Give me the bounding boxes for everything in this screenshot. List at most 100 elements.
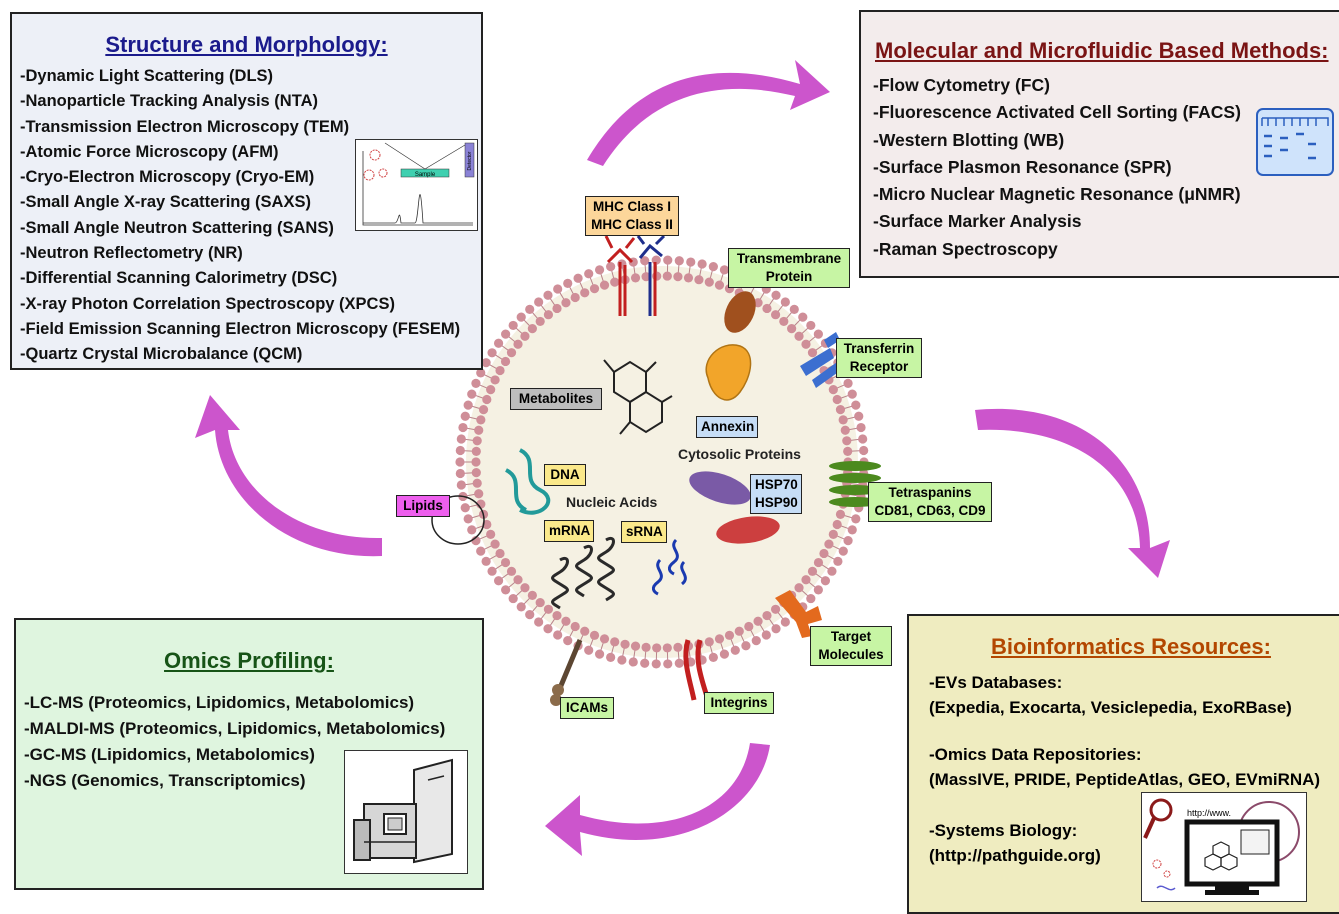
lipid-head: [467, 390, 476, 399]
lipid-head: [848, 390, 857, 399]
metabolites-label: Metabolites: [510, 388, 602, 410]
target-molecules-label: Target Molecules: [810, 626, 892, 666]
lipid-head: [705, 637, 714, 646]
arrow-bottom: [545, 743, 770, 856]
block-body: (Expedia, Exocarta, Vesiclepedia, ExoRBa…: [929, 695, 1292, 720]
structure-title: Structure and Morphology:: [12, 32, 481, 58]
lipid-head: [473, 479, 482, 488]
lipid-head: [495, 366, 504, 375]
block-heading: -EVs Databases:: [929, 670, 1292, 695]
lipid-head: [571, 622, 580, 631]
omics-profiling-panel: Omics Profiling: -LC-MS (Proteomics, Lip…: [14, 618, 484, 890]
lipid-head: [509, 594, 518, 603]
lipid-head: [771, 310, 780, 319]
lipid-head: [501, 585, 510, 594]
label-line: Protein: [733, 268, 845, 286]
lipid-head: [640, 659, 649, 668]
label-line: Transferrin: [841, 340, 917, 358]
lipid-head: [663, 271, 672, 280]
lipid-head: [528, 324, 537, 333]
lipid-head: [631, 273, 640, 282]
lipid-head: [631, 642, 640, 651]
lipid-head: [698, 259, 707, 268]
lipid-head: [652, 271, 661, 280]
lipid-head: [790, 305, 799, 314]
lipid-head: [762, 304, 771, 313]
lipid-head: [652, 659, 661, 668]
lipid-head: [827, 567, 836, 576]
lipid-head: [486, 530, 495, 539]
block-body: (http://pathguide.org): [929, 843, 1101, 868]
lipid-head: [819, 549, 828, 558]
label-line: HSP90: [755, 494, 797, 512]
lipid-head: [762, 611, 771, 620]
lipid-head: [471, 379, 480, 388]
lipid-head: [684, 273, 693, 282]
lipid-head: [814, 558, 823, 567]
lipid-head: [771, 291, 780, 300]
lipid-head: [464, 514, 473, 523]
lipid-head: [794, 332, 803, 341]
lipid-tail: [678, 651, 679, 659]
lipid-head: [520, 332, 529, 341]
systems-biology-block: -Systems Biology: (http://pathguide.org): [929, 818, 1101, 868]
lipid-head: [839, 547, 848, 556]
lipid-head: [814, 330, 823, 339]
lipid-head: [663, 255, 672, 264]
lipid-head: [501, 357, 510, 366]
lipid-head: [641, 643, 650, 652]
lipid-head: [543, 624, 552, 633]
list-item: -Western Blotting (WB): [873, 127, 1241, 154]
lipid-head: [762, 630, 771, 639]
lipid-head: [487, 348, 496, 357]
lipid-head: [735, 627, 744, 636]
lipid-head: [563, 636, 572, 645]
lipid-head: [471, 457, 480, 466]
lipid-head: [580, 627, 589, 636]
mhc-label: MHC Class I MHC Class II: [585, 196, 679, 236]
lipid-head: [856, 423, 865, 432]
lipid-head: [467, 525, 476, 534]
annexin-label: Annexin: [696, 416, 758, 438]
lipid-head: [456, 446, 465, 455]
lipid-head: [584, 269, 593, 278]
lipid-head: [629, 657, 638, 666]
lipid-head: [536, 317, 545, 326]
lipid-head: [490, 375, 499, 384]
lipid-head: [715, 634, 724, 643]
lipid-head: [806, 321, 815, 330]
lipid-head: [705, 278, 714, 287]
lipid-head: [731, 646, 740, 655]
lipid-head: [525, 610, 534, 619]
list-item: -Neutron Reflectometry (NR): [20, 241, 460, 266]
nucleic-acids-text: Nucleic Acids: [566, 494, 657, 510]
lipid-head: [486, 385, 495, 394]
lipid-head: [744, 622, 753, 631]
lipid-head: [544, 310, 553, 319]
lipid-head: [487, 567, 496, 576]
lipid-head: [843, 447, 852, 456]
lipid-head: [552, 304, 561, 313]
lipid-head: [482, 395, 491, 404]
lipid-head: [563, 279, 572, 288]
lipid-head: [525, 305, 534, 314]
lipid-head: [534, 617, 543, 626]
lipid-head: [509, 321, 518, 330]
lipid-head: [476, 547, 485, 556]
arrow-left: [195, 395, 382, 556]
inset-detector-label: Detector: [467, 151, 473, 170]
lipid-head: [473, 436, 482, 445]
lipid-head: [836, 510, 845, 519]
lipid-head: [457, 434, 466, 443]
lipid-head: [472, 468, 481, 477]
lipid-tail: [645, 651, 646, 659]
lipid-head: [781, 617, 790, 626]
lipid-head: [461, 412, 470, 421]
scattering-inset-image: Sample Detector: [355, 139, 478, 231]
lipid-head: [606, 653, 615, 662]
icams-label: ICAMs: [560, 697, 614, 719]
lipid-head: [663, 643, 672, 652]
lipid-head: [461, 503, 470, 512]
lipid-head: [839, 415, 848, 424]
lipid-head: [752, 636, 761, 645]
